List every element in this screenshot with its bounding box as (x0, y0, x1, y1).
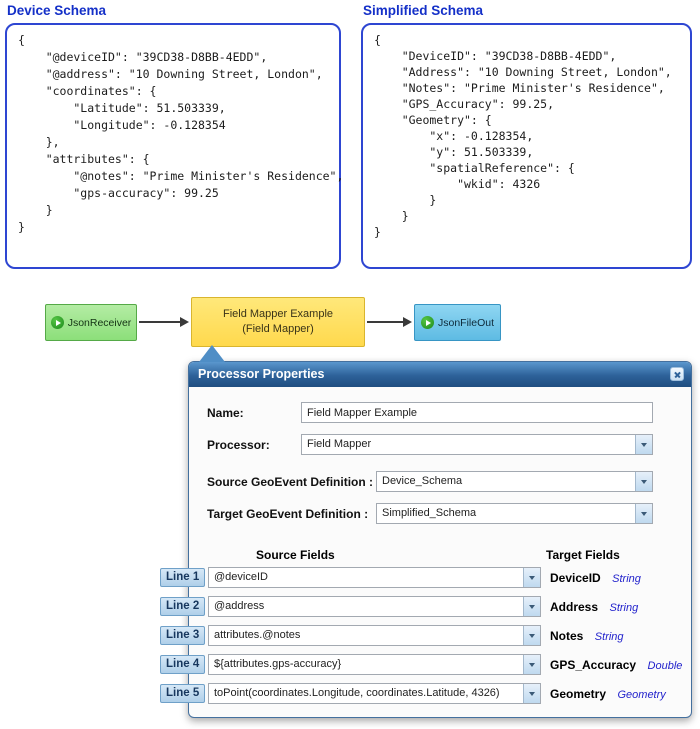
chevron-down-icon[interactable] (523, 655, 540, 674)
line-3-tag: Line 3 (160, 626, 206, 645)
json-receiver-label: JsonReceiver (67, 316, 132, 329)
device-schema-title: Device Schema (7, 3, 107, 18)
target-fields-header: Target Fields (546, 548, 620, 562)
arrow-head-icon (180, 317, 189, 327)
play-icon (50, 316, 64, 329)
target-field-type: Double (647, 660, 683, 672)
flow-arrow-2 (367, 316, 412, 328)
field-mapping-row: Line 1 @deviceID DeviceID String (160, 567, 691, 590)
field-mapper-node[interactable]: Field Mapper Example (Field Mapper) (191, 297, 365, 347)
target-field-name: Geometry (550, 687, 607, 701)
target-field-cell: Notes String (550, 625, 624, 648)
target-field-cell: DeviceID String (550, 567, 641, 590)
simplified-schema-code: { "DeviceID": "39CD38-D8BB-4EDD", "Addre… (374, 33, 672, 239)
json-fileout-node[interactable]: JsonFileOut (414, 304, 501, 341)
dialog-titlebar[interactable]: Processor Properties (189, 362, 691, 387)
close-icon[interactable] (670, 367, 684, 381)
name-input[interactable] (301, 402, 653, 423)
dialog-title: Processor Properties (198, 367, 325, 381)
processor-select[interactable]: Field Mapper (301, 434, 653, 455)
source-field-value: toPoint(coordinates.Longitude, coordinat… (214, 687, 500, 699)
target-field-cell: Address String (550, 596, 638, 619)
source-field-value: attributes.@notes (214, 629, 301, 641)
chevron-down-icon[interactable] (635, 472, 652, 491)
target-geoevent-definition-select[interactable]: Simplified_Schema (376, 503, 653, 524)
processor-properties-dialog: Processor Properties Name: Processor: Fi… (160, 361, 692, 718)
arrow-shaft (367, 321, 405, 323)
target-field-name: DeviceID (550, 571, 601, 585)
json-receiver-node[interactable]: JsonReceiver (45, 304, 137, 341)
processor-label: Processor: (207, 438, 270, 452)
arrow-head-icon (403, 317, 412, 327)
line-5-tag: Line 5 (160, 684, 206, 703)
source-field-value: @deviceID (214, 571, 268, 583)
processor-select-value: Field Mapper (307, 438, 372, 450)
chevron-down-icon[interactable] (523, 684, 540, 703)
target-field-cell: GPS_Accuracy Double (550, 654, 682, 677)
target-field-type: Geometry (617, 689, 666, 701)
field-mapper-node-title: Field Mapper Example (222, 308, 334, 320)
line-4-tag: Line 4 (160, 655, 206, 674)
target-field-cell: Geometry Geometry (550, 683, 666, 706)
simplified-schema-title: Simplified Schema (363, 3, 484, 18)
dialog-pointer (199, 345, 225, 362)
target-field-type: String (609, 602, 639, 614)
line-2-tag: Line 2 (160, 597, 206, 616)
arrow-shaft (139, 321, 182, 323)
play-icon (420, 316, 434, 329)
target-geoevent-definition-label: Target GeoEvent Definition : (207, 507, 369, 521)
chevron-down-icon[interactable] (523, 626, 540, 645)
source-geoevent-definition-value: Device_Schema (382, 475, 463, 487)
device-schema-panel: { "@deviceID": "39CD38-D8BB-4EDD", "@add… (5, 23, 344, 269)
target-field-name: GPS_Accuracy (550, 658, 637, 672)
source-field-select-2[interactable]: @address (208, 596, 541, 617)
source-field-value: ${attributes.gps-accuracy} (214, 658, 342, 670)
json-fileout-label: JsonFileOut (437, 316, 495, 329)
flow-arrow-1 (139, 316, 189, 328)
source-field-select-4[interactable]: ${attributes.gps-accuracy} (208, 654, 541, 675)
source-field-select-1[interactable]: @deviceID (208, 567, 541, 588)
chevron-down-icon[interactable] (523, 568, 540, 587)
chevron-down-icon[interactable] (635, 435, 652, 454)
chevron-down-icon[interactable] (523, 597, 540, 616)
target-field-name: Address (550, 600, 599, 614)
source-geoevent-definition-label: Source GeoEvent Definition : (207, 475, 374, 489)
source-geoevent-definition-select[interactable]: Device_Schema (376, 471, 653, 492)
target-field-type: String (594, 631, 624, 643)
name-label: Name: (207, 406, 244, 420)
target-field-name: Notes (550, 629, 584, 643)
field-mapping-row: Line 3 attributes.@notes Notes String (160, 625, 691, 648)
device-schema-code: { "@deviceID": "39CD38-D8BB-4EDD", "@add… (18, 33, 344, 234)
target-field-type: String (612, 573, 641, 585)
field-mapping-row: Line 5 toPoint(coordinates.Longitude, co… (160, 683, 691, 706)
chevron-down-icon[interactable] (635, 504, 652, 523)
field-mapping-row: Line 2 @address Address String (160, 596, 691, 619)
target-geoevent-definition-value: Simplified_Schema (382, 507, 477, 519)
source-field-select-3[interactable]: attributes.@notes (208, 625, 541, 646)
simplified-schema-panel: { "DeviceID": "39CD38-D8BB-4EDD", "Addre… (361, 23, 692, 269)
source-fields-header: Source Fields (256, 548, 335, 562)
line-1-tag: Line 1 (160, 568, 206, 587)
field-mapper-node-subtitle: (Field Mapper) (242, 323, 314, 335)
source-field-select-5[interactable]: toPoint(coordinates.Longitude, coordinat… (208, 683, 541, 704)
field-mapping-row: Line 4 ${attributes.gps-accuracy} GPS_Ac… (160, 654, 691, 677)
source-field-value: @address (214, 600, 265, 612)
